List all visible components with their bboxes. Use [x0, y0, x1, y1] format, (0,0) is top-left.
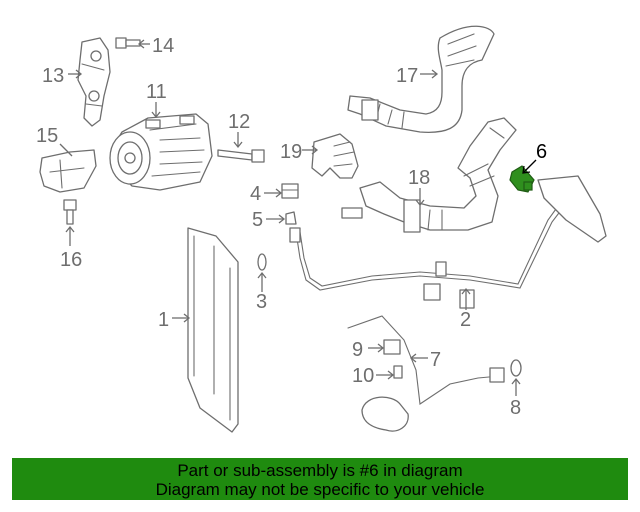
part-7-hose[interactable] [347, 315, 505, 432]
part-12-bolt[interactable] [217, 149, 265, 163]
part-18-hose[interactable] [341, 117, 517, 233]
footer-line-2: Diagram may not be specific to your vehi… [155, 480, 485, 499]
callout-18: 18 [408, 167, 430, 189]
part-4-cap[interactable] [281, 183, 299, 199]
part-13-bracket[interactable] [77, 37, 111, 127]
part-1-condenser[interactable] [187, 227, 239, 433]
part-8-oring[interactable] [510, 359, 522, 377]
callout-2: 2 [460, 309, 471, 331]
part-5-valve[interactable] [285, 211, 297, 225]
callout-12: 12 [228, 111, 250, 133]
callout-19: 19 [280, 141, 302, 163]
callout-13: 13 [42, 65, 64, 87]
parts-diagram: 1 2 3 4 5 6 7 8 9 10 11 12 13 14 15 16 1… [36, 25, 607, 433]
footer-line-1: Part or sub-assembly is #6 in diagram [177, 461, 463, 480]
callout-1: 1 [158, 309, 169, 331]
part-19-hose[interactable] [311, 133, 359, 179]
callout-8: 8 [510, 397, 521, 419]
part-16-bolt[interactable] [63, 199, 77, 225]
callout-3: 3 [256, 291, 267, 313]
callout-10: 10 [352, 365, 374, 387]
callout-9: 9 [352, 339, 363, 361]
diagram-footer-banner: Part or sub-assembly is #6 in diagram Di… [12, 458, 628, 500]
part-17-hose[interactable] [347, 25, 495, 134]
leader-lines [59, 39, 537, 396]
callout-11: 11 [146, 81, 167, 103]
part-2-ac-line[interactable] [289, 175, 607, 309]
part-15-bracket[interactable] [39, 149, 97, 193]
callout-15: 15 [36, 125, 58, 147]
part-11-compressor[interactable] [109, 113, 213, 191]
part-6-highlighted[interactable] [509, 165, 535, 193]
part-10-valve[interactable] [393, 365, 403, 379]
part-14-bolt[interactable] [115, 37, 141, 49]
callout-14: 14 [152, 35, 174, 57]
callout-6: 6 [536, 141, 547, 163]
part-3-oring[interactable] [257, 253, 267, 271]
callout-7: 7 [430, 349, 441, 371]
callout-4: 4 [250, 183, 261, 205]
callout-17: 17 [396, 65, 418, 87]
callout-16: 16 [60, 249, 82, 271]
part-9-cap[interactable] [383, 339, 401, 355]
callout-5: 5 [252, 209, 263, 231]
